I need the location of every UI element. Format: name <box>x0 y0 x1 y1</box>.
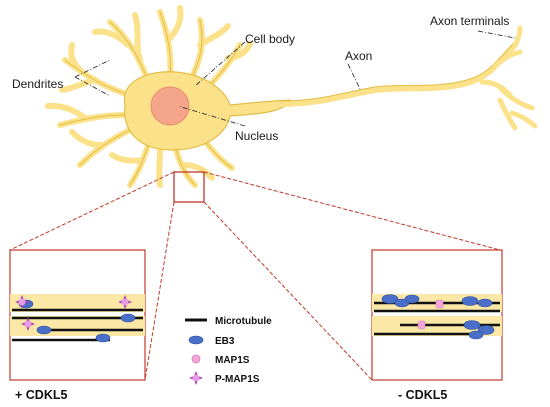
panel-minus-eb3-6 <box>463 320 481 330</box>
panel-minus-eb3-2 <box>394 298 410 308</box>
panel-plus-eb3-2 <box>36 325 52 335</box>
panel-plus-band-top <box>10 294 145 312</box>
legend-pmap1s-swatch <box>189 371 203 385</box>
nucleus-shape <box>150 86 190 126</box>
panel-minus-eb3-7 <box>477 325 495 335</box>
panel-plus-eb3-3 <box>120 313 136 323</box>
legend: Microtubule EB3 MAP1S P-MAP1S <box>185 316 272 385</box>
label-pointers <box>74 30 516 127</box>
dendrites-label: Dendrites <box>12 77 63 91</box>
legend-pmap1s-label: P-MAP1S <box>215 374 260 385</box>
legend-map1s-label: MAP1S <box>215 355 250 366</box>
panel-minus-eb3-5 <box>477 298 493 308</box>
panel-minus-map1s-2 <box>417 320 426 330</box>
panel-plus-eb3-4 <box>95 333 111 343</box>
panel-minus-eb3-8 <box>468 330 484 340</box>
legend-microtubule-label: Microtubule <box>215 316 272 327</box>
nucleus-label: Nucleus <box>235 129 278 143</box>
axon-terminals-label: Axon terminals <box>430 14 509 28</box>
panel-minus-frame <box>371 249 503 381</box>
zoom-connectors <box>9 171 501 381</box>
axon-label: Axon <box>345 49 372 63</box>
legend-map1s-swatch <box>191 354 201 364</box>
panel-plus-frame <box>9 249 146 381</box>
panel-minus-caption: - CDKL5 <box>398 388 447 402</box>
panel-plus-caption: + CDKL5 <box>15 388 67 402</box>
panel-minus-cdkl5 <box>371 249 503 381</box>
axon-terminal-branches <box>479 25 538 131</box>
panel-plus-pmap1s-3 <box>21 317 35 331</box>
zoom-region-box <box>173 171 205 203</box>
panel-minus-eb3-1 <box>381 294 399 304</box>
panel-minus-eb3-4 <box>461 296 479 306</box>
panel-plus-cdkl5 <box>9 249 146 381</box>
panel-plus-pmap1s-2 <box>118 295 132 309</box>
panel-plus-pmap1s-1 <box>15 295 29 309</box>
legend-eb3-swatch <box>188 335 204 345</box>
panel-minus-map1s-1 <box>435 299 444 309</box>
panel-minus-eb3-3 <box>404 294 420 304</box>
cell-body-label: Cell body <box>245 32 295 46</box>
axon-outline <box>279 41 516 102</box>
legend-eb3-label: EB3 <box>215 336 235 347</box>
neuron <box>45 5 538 188</box>
